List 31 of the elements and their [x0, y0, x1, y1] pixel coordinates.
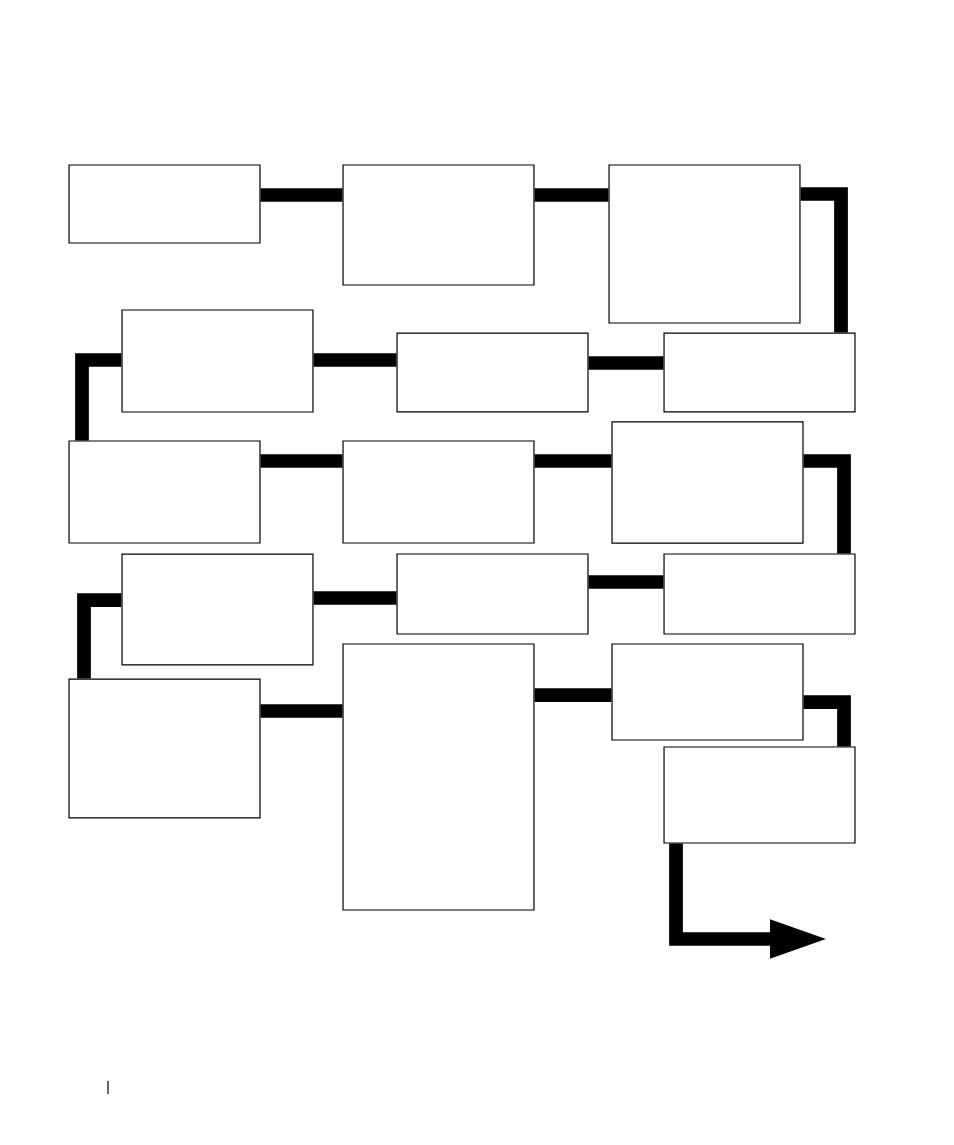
connector	[800, 187, 848, 333]
connector	[260, 454, 343, 468]
process-box	[342, 643, 535, 911]
connector	[77, 593, 122, 679]
process-box	[611, 643, 804, 741]
process-box	[396, 553, 589, 635]
connector	[588, 356, 664, 370]
process-box	[663, 746, 856, 844]
connector	[313, 353, 397, 367]
connector	[260, 188, 343, 202]
connector	[534, 688, 612, 702]
connector	[803, 454, 851, 554]
process-box	[68, 678, 261, 819]
connector	[534, 188, 609, 202]
process-box	[121, 553, 314, 666]
process-box	[342, 164, 535, 286]
connector	[803, 695, 851, 747]
process-box	[396, 332, 589, 413]
process-box	[342, 440, 535, 544]
connector	[534, 454, 612, 468]
connector	[260, 704, 343, 718]
process-box	[68, 440, 261, 544]
connector	[313, 591, 397, 605]
connector	[588, 575, 664, 589]
process-box	[663, 332, 856, 413]
process-box	[663, 553, 856, 635]
process-box	[611, 421, 804, 544]
process-box	[68, 164, 261, 244]
process-box	[121, 309, 314, 413]
connector	[75, 353, 122, 441]
process-box	[608, 164, 801, 324]
